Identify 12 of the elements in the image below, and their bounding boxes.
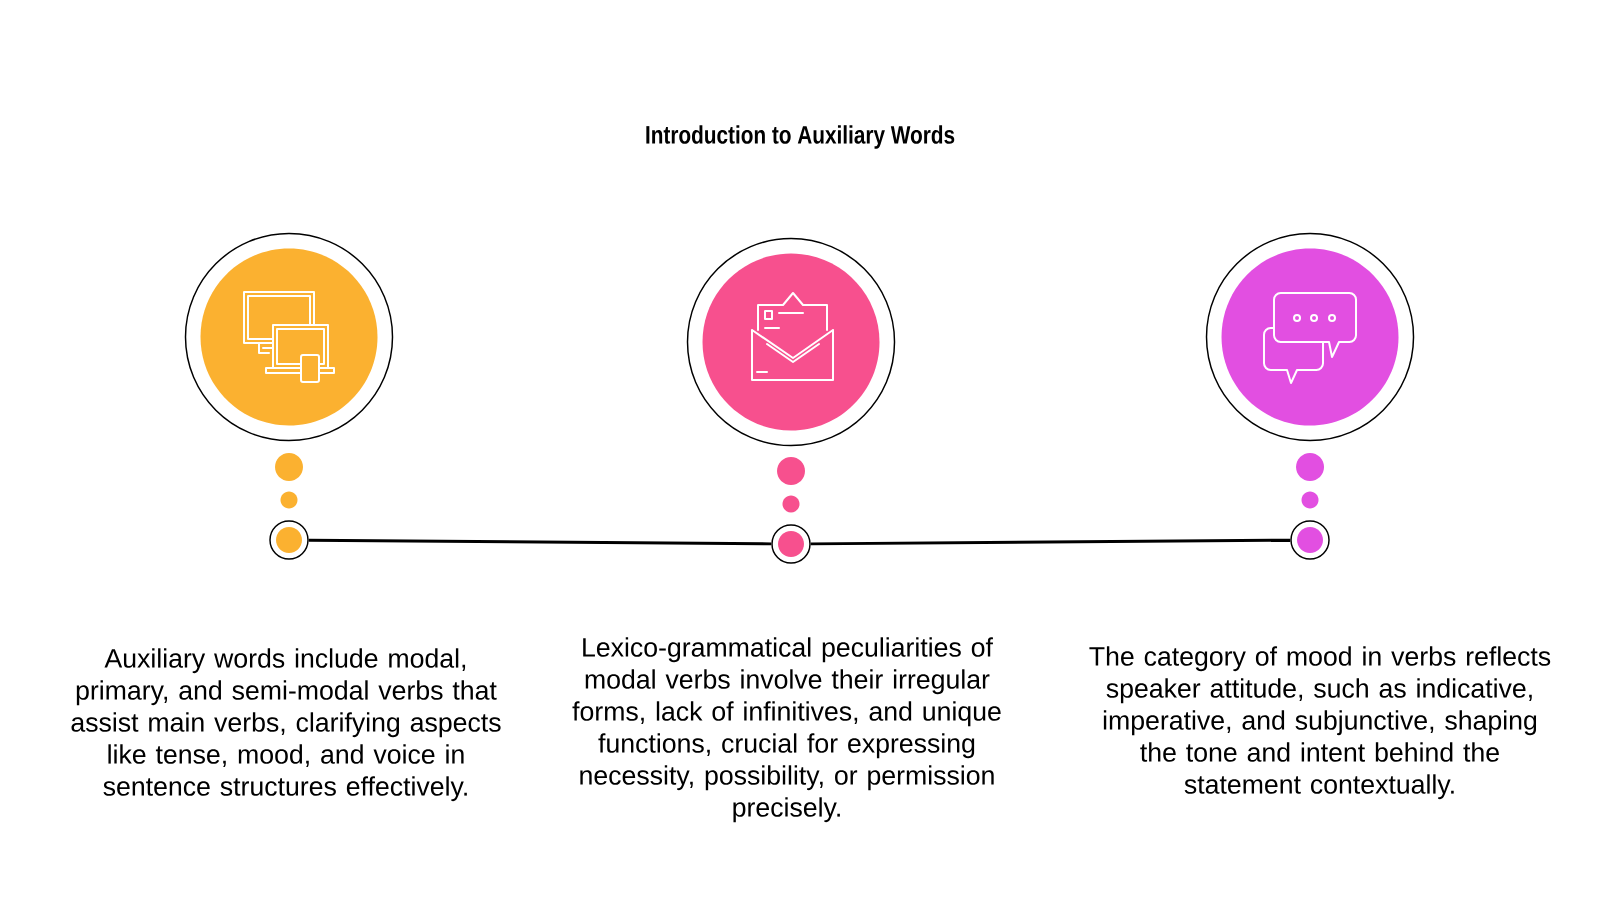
timeline-line	[810, 538, 1291, 546]
description-text: Lexico-grammatical peculiarities of modal verbs involve their irregular forms, lack of infinitives, and unique functions, crucial for expressing necessity, possibility, or permission precisely.	[572, 637, 1001, 823]
icon-circle	[1205, 232, 1415, 442]
description-text: Auxiliary words include modal, primary, and semi-modal verbs that assist main verbs, clarifying aspects like tense, mood, and voice in sentence structures effectively.	[71, 648, 501, 802]
icon-circle	[184, 232, 394, 442]
timeline-dot	[1290, 520, 1330, 560]
timeline-line	[308, 538, 772, 546]
description-text: The category of mood in verbs reflects speaker attitude, such as indicative, imperative, and subjunctive, shaping the tone and intent behind the statement contextually.	[1089, 646, 1551, 800]
timeline-dot	[269, 520, 309, 560]
icon-circle	[686, 237, 896, 447]
title: Introduction to Auxiliary Words	[646, 125, 955, 149]
timeline-dot	[771, 524, 811, 564]
